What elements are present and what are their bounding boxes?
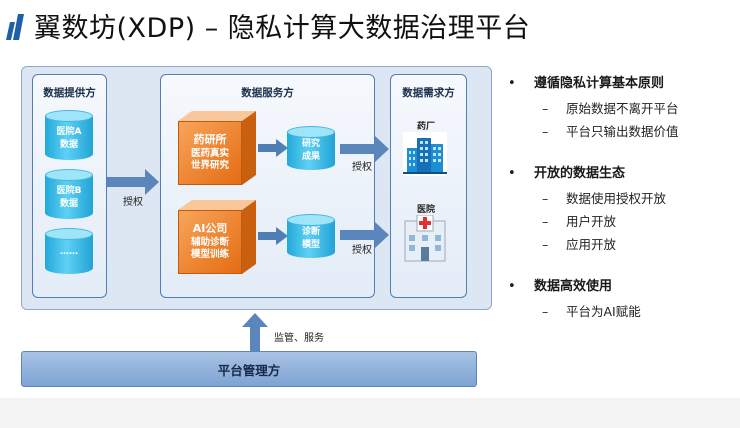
footer-strip bbox=[0, 398, 740, 428]
bullet-dot: • bbox=[508, 76, 516, 91]
cylinder-label-line2: 数据 bbox=[59, 140, 78, 150]
sub-text: 用户开放 bbox=[566, 214, 617, 229]
bullet-heading-text: 开放的数据生态 bbox=[534, 166, 626, 181]
grant-label-left: 授权 bbox=[123, 197, 143, 208]
ai-to-model-arrow bbox=[258, 227, 288, 245]
bullet-heading-1: • 遵循隐私计算基本原则 bbox=[508, 72, 664, 91]
research-result-cylinder: 研究 成果 bbox=[287, 126, 335, 170]
sub-text: 应用开放 bbox=[566, 237, 617, 252]
bullet-heading-text: 遵循隐私计算基本原则 bbox=[534, 76, 665, 91]
title-bar: 翼数坊(XDP) – 隐私计算大数据治理平台 bbox=[6, 8, 531, 44]
research-to-result-arrow bbox=[258, 139, 288, 157]
sub-text: 数据使用授权开放 bbox=[566, 191, 667, 206]
service-to-demand-arrow-top bbox=[340, 136, 390, 162]
result-label-line1: 研究 bbox=[301, 139, 320, 149]
cube-desc-line1: 辅助诊断 bbox=[190, 237, 229, 248]
cylinder-label-line2: 数据 bbox=[59, 199, 78, 209]
sub-text: 平台只输出数据价值 bbox=[566, 124, 679, 139]
bullet-sub-item: – 平台只输出数据价值 bbox=[542, 121, 679, 140]
provider-title: 数据提供方 bbox=[43, 87, 96, 99]
hospital-label: 医院 bbox=[417, 205, 436, 215]
pharma-factory-label: 药厂 bbox=[417, 122, 436, 132]
sub-dash: – bbox=[542, 237, 549, 252]
bullet-sub-item: – 平台为AI赋能 bbox=[542, 301, 641, 320]
cube-org-label: 药研所 bbox=[193, 133, 227, 146]
factory-building-icon bbox=[403, 132, 447, 176]
provider-to-service-arrow bbox=[107, 169, 159, 195]
grant-label-right-bottom: 授权 bbox=[352, 245, 372, 256]
bullet-dot: • bbox=[508, 166, 516, 181]
hospital-b-data-cylinder: 医院B 数据 bbox=[45, 169, 93, 219]
result-label-line1: 诊断 bbox=[301, 227, 320, 237]
supervision-up-arrow bbox=[242, 313, 268, 351]
bullet-sub-item: – 应用开放 bbox=[542, 234, 616, 253]
cube-org-label: AI公司 bbox=[192, 222, 228, 235]
cube-desc-line1: 医药真实 bbox=[190, 148, 229, 159]
hospital-icon bbox=[404, 215, 446, 262]
cylinder-label-ellipsis: …… bbox=[60, 247, 78, 257]
sub-text: 原始数据不离开平台 bbox=[566, 101, 679, 116]
supervision-label: 监管、服务 bbox=[274, 333, 324, 344]
result-label-line2: 模型 bbox=[301, 240, 320, 250]
more-data-cylinder: …… bbox=[45, 228, 93, 274]
ai-company-cube: AI公司 辅助诊断 模型训练 bbox=[178, 200, 256, 274]
demand-panel: 数据需求方 bbox=[390, 74, 467, 298]
bullet-heading-2: • 开放的数据生态 bbox=[508, 162, 625, 181]
sub-dash: – bbox=[542, 124, 549, 139]
demand-title: 数据需求方 bbox=[402, 87, 455, 99]
platform-management-bar: 平台管理方 bbox=[21, 351, 477, 387]
diagnosis-model-cylinder: 诊断 模型 bbox=[287, 214, 335, 258]
cylinder-label-line1: 医院A bbox=[56, 127, 82, 137]
bullet-heading-text: 数据高效使用 bbox=[534, 279, 613, 294]
slash-mark-icon bbox=[6, 14, 24, 40]
platform-label: 平台管理方 bbox=[217, 362, 281, 378]
hospital-a-data-cylinder: 医院A 数据 bbox=[45, 110, 93, 160]
service-to-demand-arrow-bottom bbox=[340, 222, 390, 248]
bullet-sub-item: – 数据使用授权开放 bbox=[542, 188, 666, 207]
sub-dash: – bbox=[542, 191, 549, 206]
sub-dash: – bbox=[542, 304, 549, 319]
cube-desc-line2: 世界研究 bbox=[190, 160, 229, 171]
research-institute-cube: 药研所 医药真实 世界研究 bbox=[178, 111, 256, 185]
bullet-sub-item: – 原始数据不离开平台 bbox=[542, 98, 679, 117]
bullet-heading-3: • 数据高效使用 bbox=[508, 275, 612, 294]
bullet-sub-item: – 用户开放 bbox=[542, 211, 616, 230]
sub-text: 平台为AI赋能 bbox=[566, 304, 641, 319]
grant-label-right-top: 授权 bbox=[352, 162, 372, 173]
sub-dash: – bbox=[542, 214, 549, 229]
bullet-dot: • bbox=[508, 279, 516, 294]
page-title: 翼数坊(XDP) – 隐私计算大数据治理平台 bbox=[34, 12, 531, 44]
cylinder-label-line1: 医院B bbox=[56, 186, 82, 196]
sub-dash: – bbox=[542, 101, 549, 116]
service-title: 数据服务方 bbox=[241, 87, 294, 99]
cube-desc-line2: 模型训练 bbox=[190, 249, 229, 260]
result-label-line2: 成果 bbox=[301, 152, 320, 162]
